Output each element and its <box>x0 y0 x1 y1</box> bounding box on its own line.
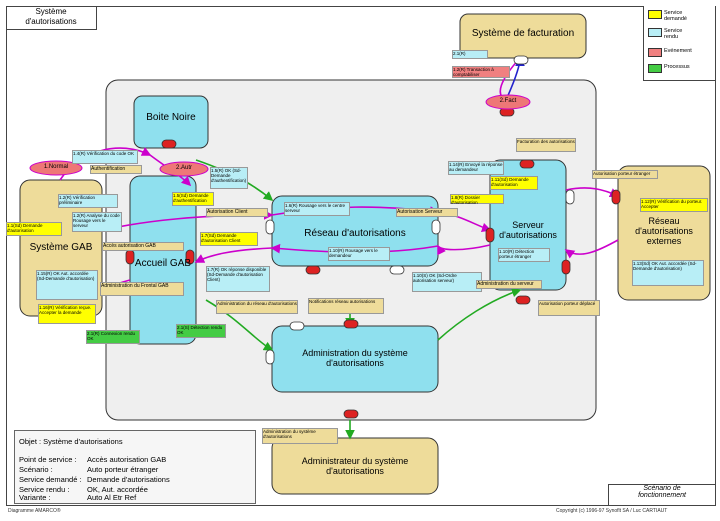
flow-label: 2.1(R) Connexion rendu OK <box>86 330 140 344</box>
flow-label: Administration du serveur <box>476 280 542 289</box>
flow-label: 1.11(Sd) Demande d'autorisation <box>490 176 538 190</box>
flow-label: 1.2(R) Transaction à comptabiliser <box>452 66 510 78</box>
system-admin-label: Administration du système d'autorisation… <box>302 348 408 368</box>
legend-swatch <box>648 64 662 73</box>
flow-label: Accès autorisation GAB <box>102 242 184 251</box>
flow-label: Administration du système d'autorisation… <box>262 428 338 444</box>
flow-label: 1.5(Sd) Demande d'authentification <box>172 192 214 206</box>
event-billing: 2.Fact <box>499 98 517 104</box>
scenario-box: Scénario de fonctionnement <box>608 484 715 505</box>
info-key: Service demandé : <box>19 475 82 484</box>
flow-label: 1.10(R) Détection porteur étranger <box>498 248 550 262</box>
gab-system-label: Système GAB <box>29 242 93 253</box>
flow-label: Administration du Frontal GAB <box>100 282 184 296</box>
auth-network-label: Réseau d'autorisations <box>304 228 406 239</box>
flow-label: 1.12(R) Vérification du porteur. Accepte… <box>640 198 708 212</box>
flow-label: 2.1(S) Détection rendu OK <box>176 324 226 338</box>
flow-label: 1.4(R) Vérification du code OK <box>72 150 138 164</box>
billing-system-label: Système de facturation <box>471 28 575 39</box>
flow-label: 1.8(R) Dossier d'autorisation <box>450 194 504 205</box>
flow-label: 1.14(R) Envoyé la réponse au demandeur <box>448 161 504 175</box>
legend-swatch <box>648 10 662 19</box>
flow-label: Autorisation porteur étranger <box>592 170 658 179</box>
flow-label: 2.1(R) <box>452 50 488 59</box>
flow-label: Facturation des autorisations <box>516 138 576 152</box>
flow-label: 1.6(R) Rousage vers le centre serveur <box>284 202 350 216</box>
info-key: Scénario : <box>19 465 53 474</box>
external-network-label: Réseau d'autorisations externes <box>635 216 693 246</box>
legend: Service demandé Service rendu Evénement … <box>643 6 715 81</box>
flow-label: 1.7(R) OK réponse disponible (Sd-Demande… <box>206 266 270 292</box>
flow-label: Autorisation porteur déplacé <box>538 300 600 316</box>
flow-label: 1.2(R) Vérification préliminaire <box>58 194 118 208</box>
diagram-frame <box>6 6 716 506</box>
legend-swatch <box>648 28 662 37</box>
info-key: Variante : <box>19 493 51 502</box>
auth-server-label: Serveur d'autorisations <box>499 220 557 240</box>
info-value: Accès autorisation GAB <box>87 455 167 464</box>
flow-label: 1.16(R) Vérification reçue. Accepter la … <box>38 304 96 324</box>
flow-label: 1.2(R) Analyse du code Rousage vers le s… <box>72 212 122 232</box>
black-box-label: Boite Noire <box>146 112 196 123</box>
info-key: Service rendu : <box>19 485 70 494</box>
flow-label: Administration du réseau d'autorisations <box>216 300 298 314</box>
flow-label: 1.10(R) Rousage vers le demandeur <box>328 247 390 261</box>
administrator-label: Administrateur du système d'autorisation… <box>301 456 409 476</box>
legend-swatch <box>648 48 662 57</box>
info-key: Point de service : <box>19 455 77 464</box>
info-panel: Objet : Système d'autorisations Point de… <box>14 430 256 504</box>
info-value: Auto porteur étranger <box>87 465 159 474</box>
info-value: Demande d'autorisations <box>87 475 170 484</box>
flow-label: Autorisation Client <box>206 208 268 217</box>
flow-label: Autorisation Serveur <box>396 208 458 217</box>
administrator <box>271 437 439 495</box>
flow-label: 1.7(Sd) Demande d'autorisation Client <box>200 232 258 246</box>
event-normal: 1.Normal <box>43 164 69 170</box>
flow-label: 1.15(R) OK Aut. accordée (Sd-Demande d'a… <box>36 270 98 300</box>
footer-left: Diagramme AMARCO® <box>8 508 61 514</box>
flow-label: 1.13(Sd) OK Aut. accordée (Sd-Demande d'… <box>632 260 704 286</box>
flow-label: 1.10(S) OK (Sd-Ordre autorisation serveu… <box>412 272 482 292</box>
flow-label: Notifications réseau autorisations <box>308 298 384 314</box>
gab-reception-label: Accueil GAB <box>134 258 192 269</box>
flow-label: 1.5(R) OK (Sd-Demande d'authentification… <box>210 167 248 189</box>
event-other: 2.Autr <box>175 165 192 171</box>
info-value: Auto Al Etr Ref <box>87 493 137 502</box>
info-value: OK, Aut. accordée <box>87 485 148 494</box>
info-heading: Objet : Système d'autorisations <box>19 437 123 446</box>
diagram-title: Système d'autorisations <box>6 6 97 30</box>
flow-label: Authentification <box>90 165 142 174</box>
footer-right: Copyright (c) 1996-97 Synoflt SA / Luc C… <box>556 508 668 514</box>
flow-label: 1.1(Sd) Demande d'autorisation <box>6 222 62 236</box>
